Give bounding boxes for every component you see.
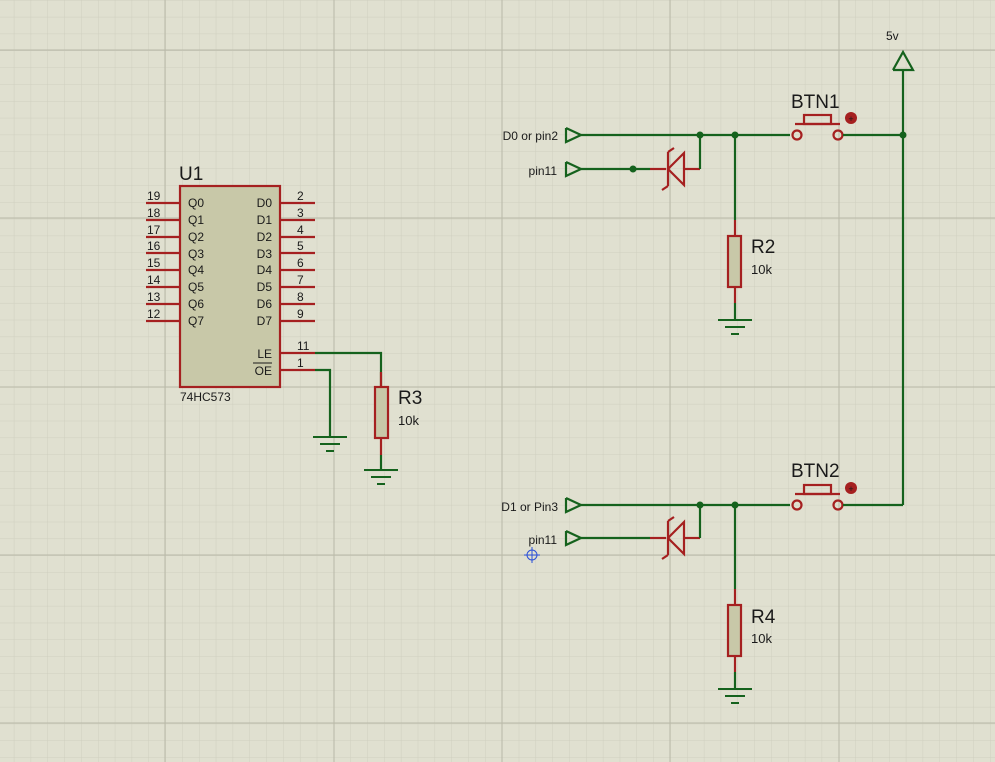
u1-pin-name: Q3: [188, 247, 204, 261]
ground-icon: [718, 688, 752, 704]
u1-pin-name: D5: [257, 280, 273, 294]
u1-pin-name: D2: [257, 230, 273, 244]
u1-pin-number: 7: [297, 273, 304, 287]
u1-pin-number: 9: [297, 307, 304, 321]
resistor-r4-value: 10k: [751, 631, 772, 646]
u1-chip[interactable]: U1 74HC573 19 18 17 16 15 14 13 12 Q0 Q1: [146, 164, 315, 404]
u1-pin-name: Q1: [188, 213, 204, 227]
svg-text:+: +: [848, 114, 853, 124]
resistor-r2[interactable]: R2 10k: [726, 220, 775, 303]
u1-pin-name: Q5: [188, 280, 204, 294]
junction-dot: [696, 501, 704, 509]
junction-dot: [696, 131, 704, 139]
u1-left-pin-names: Q0 Q1 Q2 Q3 Q4 Q5 Q6 Q7: [188, 196, 204, 328]
diode-icon[interactable]: [650, 516, 700, 560]
resistor-r2-value: 10k: [751, 262, 772, 277]
u1-pin-name-le: LE: [257, 347, 272, 361]
button-btn2-ref: BTN2: [791, 461, 840, 482]
button-btn1-ref: BTN1: [791, 92, 840, 113]
crosshair-marker-icon: [524, 547, 540, 563]
u1-pin-number: 12: [147, 307, 161, 321]
u1-pin-name: Q7: [188, 314, 204, 328]
u1-pin-name-oe: OE: [255, 364, 272, 378]
u1-right-pin-names: D0 D1 D2 D3 D4 D5 D6 D7 LE OE: [255, 196, 273, 378]
terminal-arrow-d0[interactable]: [564, 127, 584, 144]
u1-pin-name: Q6: [188, 297, 204, 311]
resistor-r3-value: 10k: [398, 413, 419, 428]
u1-pin-number: 14: [147, 273, 161, 287]
u1-pin-number: 15: [147, 256, 161, 270]
terminal-arrow-pin11-bottom[interactable]: [564, 530, 584, 547]
u1-pin-name: Q2: [188, 230, 204, 244]
u1-pin-number: 2: [297, 189, 304, 203]
u1-ref-label: U1: [179, 164, 203, 185]
u1-pin-number: 18: [147, 206, 161, 220]
resistor-r4[interactable]: R4 10k: [726, 589, 776, 672]
u1-left-pin-numbers: 19 18 17 16 15 14 13 12: [147, 189, 161, 321]
u1-pin-name: D1: [257, 213, 273, 227]
u1-pin-number: 19: [147, 189, 161, 203]
u1-pin-number: 17: [147, 223, 161, 237]
u1-pin-number: 1: [297, 356, 304, 370]
u1-pin-name: D6: [257, 297, 273, 311]
power-arrow-icon[interactable]: 5v: [886, 29, 915, 72]
terminal-label-pin11-bottom: pin11: [529, 533, 558, 547]
resistor-r4-ref: R4: [751, 607, 776, 628]
svg-text:+: +: [848, 484, 853, 494]
u1-pin-name: D0: [257, 196, 273, 210]
diode-icon[interactable]: [650, 147, 700, 191]
resistor-r3-ref: R3: [398, 388, 422, 409]
u1-pin-number: 5: [297, 239, 304, 253]
u1-pin-number: 4: [297, 223, 304, 237]
terminal-arrow-d1[interactable]: [564, 497, 584, 514]
terminal-arrow-pin11-top[interactable]: [564, 161, 584, 178]
ground-icon: [313, 436, 347, 452]
resistor-r3-body: [373, 385, 390, 440]
resistor-r2-ref: R2: [751, 237, 775, 258]
terminal-label-d1: D1 or Pin3: [501, 500, 558, 514]
u1-pin-number: 13: [147, 290, 161, 304]
ground-icon: [364, 469, 398, 485]
resistor-r4-body: [726, 603, 743, 658]
push-button-icon[interactable]: + BTN2: [791, 461, 857, 511]
u1-pin-number: 11: [297, 339, 310, 353]
u1-pin-number: 3: [297, 206, 304, 220]
u1-pin-number: 8: [297, 290, 304, 304]
button-state-dot[interactable]: [845, 482, 857, 494]
wire-oe-to-ground: [315, 368, 332, 437]
power-label: 5v: [886, 29, 899, 43]
u1-pin-name: D7: [257, 314, 273, 328]
button-state-dot[interactable]: [845, 112, 857, 124]
u1-part-label: 74HC573: [180, 390, 231, 404]
u1-right-pin-numbers: 2 3 4 5 6 7 8 9 11 1: [297, 189, 310, 370]
junction-dot: [629, 165, 637, 173]
resistor-r2-body: [726, 234, 743, 289]
resistor-r3[interactable]: R3 10k: [373, 372, 422, 470]
u1-pin-name: Q4: [188, 263, 204, 277]
push-button-icon[interactable]: + BTN1: [791, 92, 857, 141]
u1-pin-number: 6: [297, 256, 304, 270]
u1-pin-name: D4: [257, 263, 273, 277]
u1-pin-number: 16: [147, 239, 161, 253]
terminal-label-pin11-top: pin11: [529, 164, 558, 178]
u1-right-pins: [280, 201, 315, 372]
u1-pin-name: D3: [257, 247, 273, 261]
u1-left-pins: [146, 201, 180, 323]
terminal-label-d0: D0 or pin2: [503, 129, 559, 143]
ground-icon: [718, 319, 752, 335]
u1-pin-name: Q0: [188, 196, 204, 210]
